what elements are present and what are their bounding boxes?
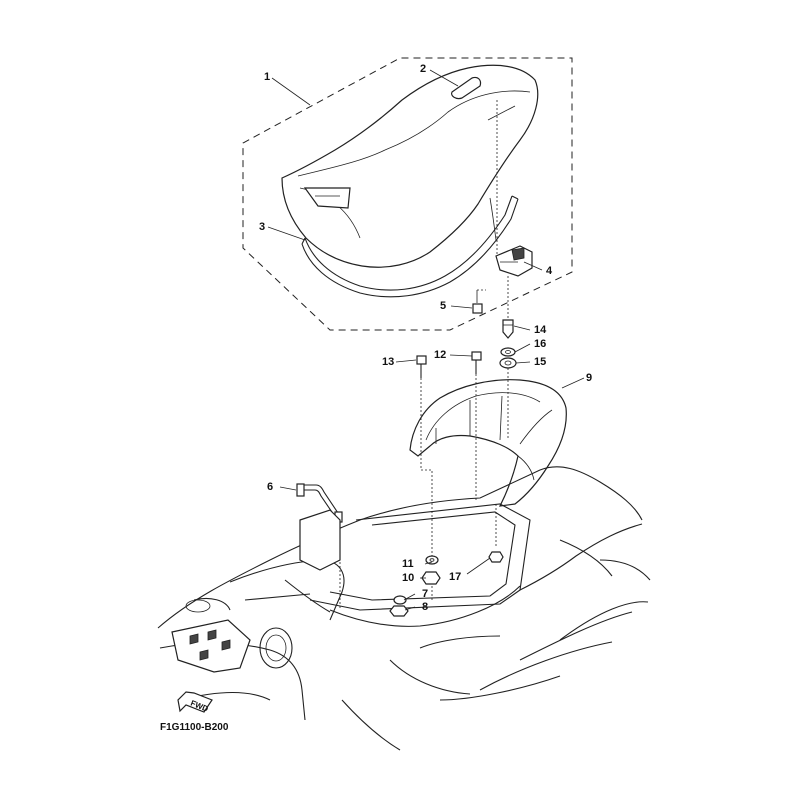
callout-8: 8 (422, 601, 428, 613)
callout-1: 1 (264, 71, 270, 83)
seat-base-part (409, 379, 567, 507)
seat-part (281, 64, 539, 268)
stud-14-part (502, 319, 514, 339)
callout-14: 14 (534, 324, 547, 336)
washer-15-part (499, 357, 517, 369)
alignment-lines (339, 100, 509, 610)
callout-9: 9 (586, 372, 592, 384)
callout-3: 3 (259, 221, 265, 233)
callout-10: 10 (402, 572, 414, 584)
nut-8-part (389, 605, 409, 617)
seat-knob-part (451, 76, 482, 100)
callout-2: 2 (420, 63, 426, 75)
callout-labels: 1 2 3 4 5 6 7 8 9 10 11 12 13 14 15 16 1… (259, 63, 592, 613)
callout-7: 7 (422, 588, 428, 600)
leader-lines (267, 69, 585, 611)
seat-assembly-boundary (242, 57, 573, 331)
hull-deck (157, 466, 651, 751)
callout-13: 13 (382, 356, 394, 368)
callout-12: 12 (434, 349, 446, 361)
bolt-13-part (416, 355, 427, 378)
callout-11: 11 (402, 558, 414, 570)
callout-6: 6 (267, 481, 273, 493)
seat-trim-part (301, 195, 519, 298)
nut-17-part (488, 551, 504, 563)
fwd-arrow-icon: FWD (177, 691, 213, 714)
callout-4: 4 (546, 265, 553, 277)
callout-5: 5 (440, 300, 446, 312)
callout-15: 15 (534, 356, 546, 368)
seat-hook-part (495, 245, 533, 277)
callout-16: 16 (534, 338, 546, 350)
nut-7-part (393, 595, 407, 605)
washer-16-part (500, 347, 516, 357)
bolt-5-part (472, 290, 483, 314)
callout-17: 17 (449, 571, 461, 583)
bolt-12-part (471, 351, 482, 374)
diagram-code: F1G1100-B200 (160, 722, 229, 733)
